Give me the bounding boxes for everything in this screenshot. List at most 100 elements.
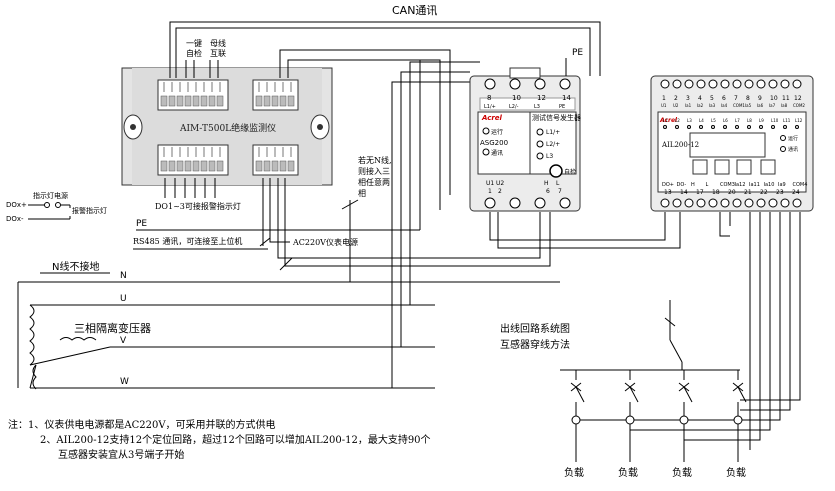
aim-terminal-slot-2	[168, 160, 176, 172]
ct-ring	[679, 415, 689, 425]
ail-bottom-terminal	[696, 198, 706, 208]
ail-bottom-terminal	[708, 198, 718, 208]
aim-selftest-label-1: 一键	[186, 38, 202, 48]
ail-bottom-label: DO+	[662, 182, 674, 188]
phase-bus	[17, 281, 560, 389]
breaker-blade	[737, 386, 747, 403]
ct-ring	[733, 415, 743, 425]
aim-terminal-slot-0	[200, 95, 208, 107]
asg-top-pin-label: L1/+	[484, 104, 496, 110]
aim-do-leads	[164, 178, 216, 198]
ail-bottom-label: H	[691, 182, 695, 188]
ail-bottom-terminal	[792, 198, 802, 208]
aim-bus-wires	[341, 60, 480, 388]
ail-bottom-pin: 24	[792, 189, 800, 196]
asg-top-pin: 8	[487, 94, 491, 102]
ail-top-pin-label: COM1	[733, 103, 745, 108]
ail-top-pin-label: Ia6	[757, 103, 764, 108]
ail-led-label: L2	[675, 118, 680, 123]
asg-brand: Acrel	[481, 114, 503, 122]
aim-terminal-slot-1	[287, 95, 295, 107]
can-bus-wires	[169, 21, 601, 76]
breaker-blade	[683, 386, 693, 403]
ail-run: 运行	[788, 135, 798, 142]
aim-terminal-slot-2	[216, 160, 224, 172]
asg-top-terminal	[509, 78, 521, 90]
ail-comm: 通讯	[788, 146, 798, 153]
asg-top-terminal	[559, 78, 571, 90]
ail-top-terminal	[672, 79, 682, 89]
ail-top-pin-label: COM2	[793, 103, 805, 108]
aim-terminal-slot-1	[263, 95, 271, 107]
aim-terminal-slot-1	[255, 95, 263, 107]
ail-top-pin-label: Ia2	[697, 103, 704, 108]
ail-bottom-terminal	[684, 198, 694, 208]
ail-bottom-pin: 14	[680, 189, 688, 196]
pe-label-right: PE	[572, 48, 583, 58]
ail-led-label: L12	[795, 118, 803, 123]
feeder-group: 负载负载负载负载	[564, 370, 747, 479]
ail-led-label: L4	[699, 118, 704, 123]
ct-ring	[625, 415, 635, 425]
indicator-power-label: 指示灯电源	[33, 191, 68, 200]
ail-led-label: L8	[747, 118, 752, 123]
n-note-1: 若无N线,	[358, 155, 392, 165]
load-label: 负载	[618, 466, 638, 479]
ail-led-label: L6	[723, 118, 728, 123]
aim-terminal-slot-0	[192, 95, 200, 107]
ail-top-pin: 9	[758, 95, 762, 102]
asg-comm: 通讯	[491, 149, 503, 157]
ail-top-pin: 5	[710, 95, 714, 102]
ail-bottom-terminal	[780, 198, 790, 208]
ail-led	[687, 125, 691, 129]
ail-bottom-label: DO-	[677, 182, 687, 188]
asg-run: 运行	[491, 128, 503, 136]
asg-top-pin-label: PE	[559, 104, 565, 110]
ail-top-pin: 10	[770, 95, 778, 102]
note-2: 2、AIL200-12支持12个定位回路，超过12个回路可以增加AIL200-1…	[40, 433, 431, 446]
aim-terminal-slot-0	[216, 95, 224, 107]
n-ground-label: N线不接地	[52, 260, 99, 273]
asg-top-terminal	[534, 78, 546, 90]
ail-led-label: L1	[663, 118, 668, 123]
ail-bottom-label: COM4	[793, 182, 808, 188]
alarm-light-label: 报警指示灯	[72, 206, 107, 215]
aim-selftest-label-2: 自检	[186, 48, 202, 58]
rs485-label: RS485 通讯，可连接至上位机	[133, 236, 242, 246]
ail-led	[759, 125, 763, 129]
ail-top-terminal	[780, 79, 790, 89]
ct-lead-wires	[576, 212, 801, 450]
asg-led-l3: L3	[546, 153, 553, 160]
ail-top-pin-label: U2	[673, 103, 679, 108]
asg-bottom-label: U1	[486, 180, 494, 187]
aim-terminal-slot-2	[184, 160, 192, 172]
ail-led	[771, 125, 775, 129]
outgoing-subtitle: 互感器穿线方法	[500, 338, 570, 351]
ail-led-label: L3	[687, 118, 692, 123]
ail-led	[699, 125, 703, 129]
ail-top-pin: 11	[782, 95, 790, 102]
ail-top-terminal	[660, 79, 670, 89]
aim-terminal-slot-2	[200, 160, 208, 172]
ac220-label: AC220V仪表电源	[292, 237, 358, 247]
asg-bottom-pin: 7	[558, 188, 562, 195]
ail-bottom-pin: 20	[728, 189, 736, 196]
bus-u: U	[120, 294, 127, 304]
ail-top-terminal	[792, 79, 802, 89]
ail-top-pin: 1	[662, 95, 666, 102]
ail-bottom-label: COM3	[720, 182, 735, 188]
aim-busbar-label-1: 母线	[210, 38, 226, 48]
asg-bottom-pin: 1	[488, 188, 492, 195]
breaker-blade	[629, 386, 639, 403]
aim-terminal-slot-1	[279, 95, 287, 107]
asg-bottom-terminal	[509, 197, 521, 209]
aim-terminal-slot-3	[263, 160, 271, 172]
dox-minus-label: DOx-	[6, 215, 24, 223]
transformer-coil	[29, 304, 111, 390]
ail-bottom-pin: 13	[664, 189, 672, 196]
aim-terminal-slot-3	[255, 160, 263, 172]
load-label: 负载	[726, 466, 746, 479]
ail-led	[711, 125, 715, 129]
ail-led	[783, 125, 787, 129]
